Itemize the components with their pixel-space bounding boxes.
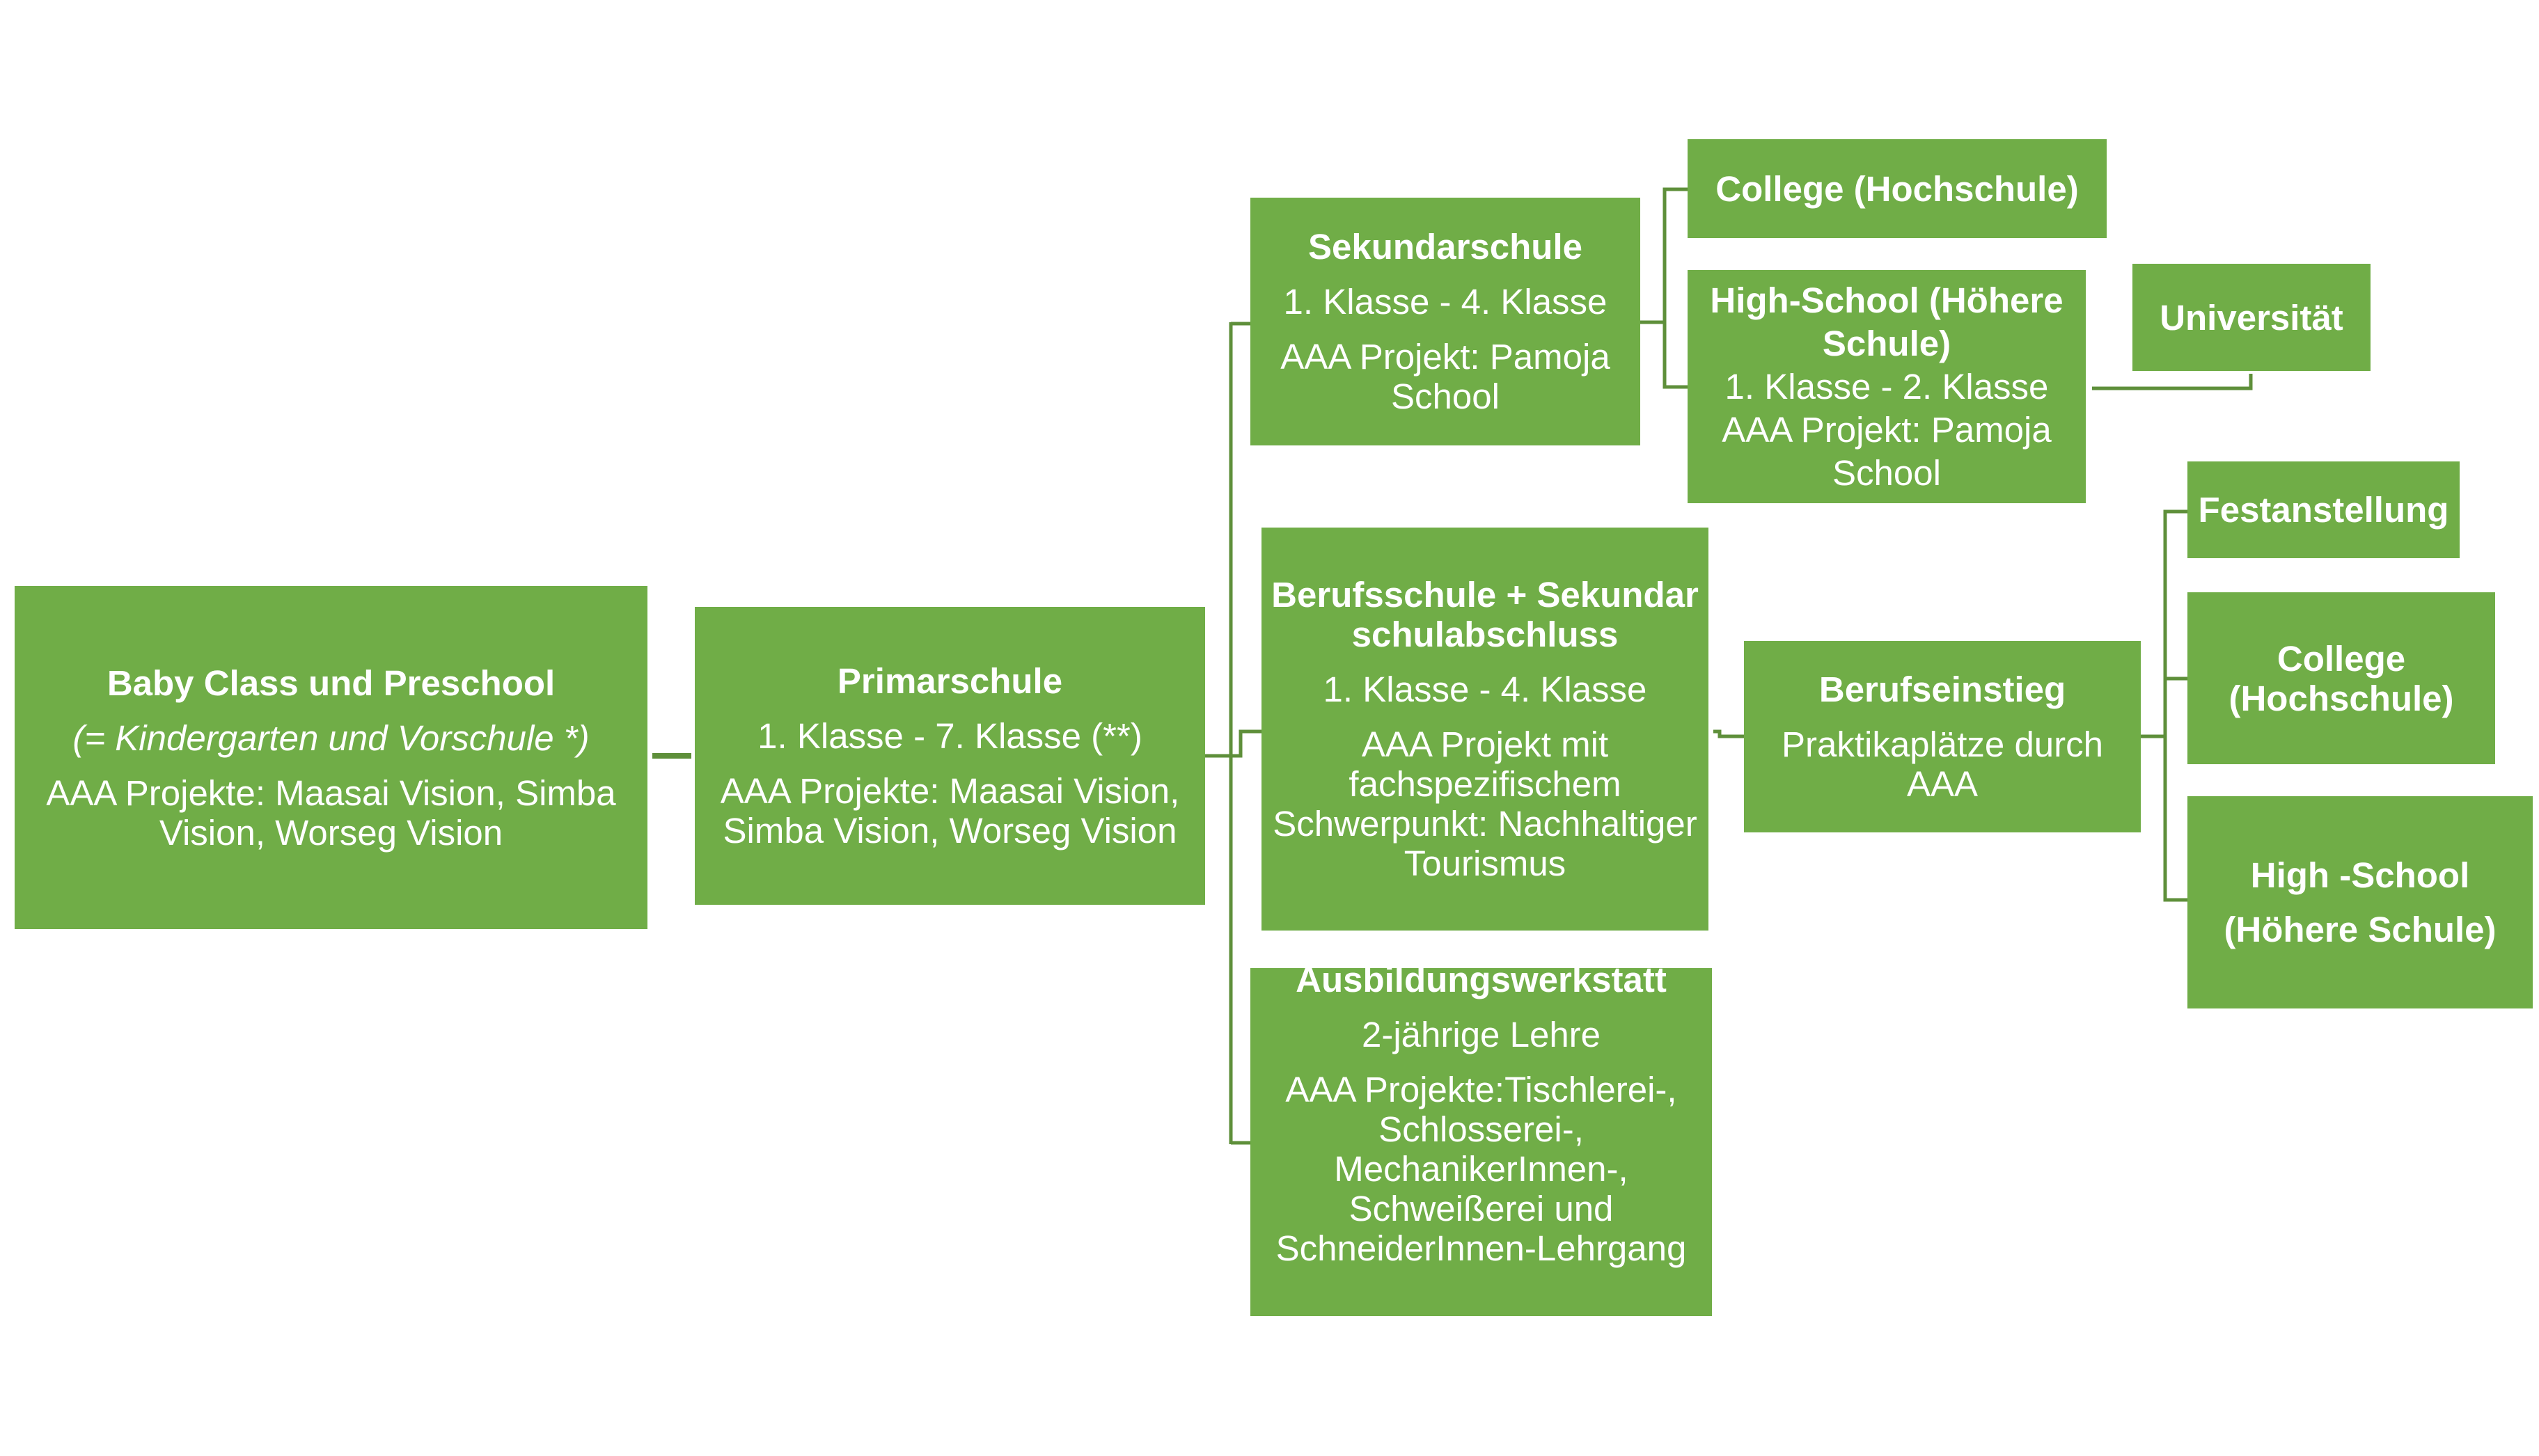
node-projects: AAA Projekte: Maasai Vision, Simba Visio…: [46, 773, 616, 853]
node-grades: 2-jährige Lehre: [1361, 1015, 1601, 1054]
node-title: College (Hochschule): [1715, 168, 2079, 209]
connector-berufseinstieg-branches: [2163, 509, 2187, 902]
node-grades: 1. Klasse - 2. Klasse: [1724, 366, 2049, 406]
node-title: Berufseinstieg: [1818, 670, 2066, 709]
connector-to-berufsschule: [1231, 729, 1261, 758]
node-title: Sekundarschule: [1308, 227, 1582, 267]
node-title: Berufsschule + Sekundarschulabschluss: [1271, 575, 1699, 654]
node-title: Primarschule: [837, 661, 1063, 701]
node-subtitle: (Höhere Schule): [2224, 909, 2497, 949]
node-text: Praktikaplätze durch AAA: [1781, 725, 2104, 804]
node-title: College (Hochschule): [2228, 638, 2454, 718]
connector-sekundar-branches: [1662, 187, 1688, 389]
node-projects: AAA Projekte: Maasai Vision, Simba Visio…: [720, 771, 1180, 850]
node-highschool-bottom: High -School (Höhere Schule): [2187, 796, 2533, 1008]
node-title: High -School: [2250, 855, 2470, 895]
node-grades: 1. Klasse - 4. Klasse: [1323, 670, 1647, 709]
node-berufsschule: Berufsschule + Sekundarschulabschluss 1.…: [1261, 528, 1708, 931]
node-projects: AAA Projekt mit fachspezifischem Schwerp…: [1273, 725, 1697, 883]
node-primarschule: Primarschule 1. Klasse - 7. Klasse (**) …: [695, 607, 1205, 905]
node-grades: 1. Klasse - 4. Klasse: [1283, 282, 1607, 322]
node-title: Universität: [2160, 297, 2343, 338]
node-projects: AAA Projekt: Pamoja School: [1280, 337, 1610, 416]
connector-berufsschule-berufseinstieg: [1713, 729, 1744, 738]
node-berufseinstieg: Berufseinstieg Praktikaplätze durch AAA: [1744, 641, 2141, 832]
node-sekundarschule: Sekundarschule 1. Klasse - 4. Klasse AAA…: [1250, 198, 1640, 445]
node-subtitle: (= Kindergarten und Vorschule *): [72, 718, 590, 758]
node-title: Festanstellung: [2198, 490, 2449, 530]
node-title: Baby Class und Preschool: [107, 663, 556, 703]
node-highschool-top: High-School (Höhere Schule) 1. Klasse - …: [1688, 270, 2086, 503]
node-grades: 1. Klasse - 7. Klasse (**): [757, 716, 1142, 756]
node-title: Ausbildungswerkstatt: [1296, 960, 1667, 999]
connector-highschool-universitaet: [2092, 374, 2253, 390]
node-baby-class: Baby Class und Preschool (= Kindergarten…: [15, 586, 647, 929]
node-universitaet: Universität: [2132, 264, 2371, 371]
node-projects: AAA Projekt: Pamoja School: [1722, 409, 2052, 493]
node-title: High-School (Höhere Schule): [1710, 280, 2064, 363]
node-college-top: College (Hochschule): [1688, 139, 2107, 238]
node-college-bottom: College (Hochschule): [2187, 592, 2495, 764]
node-ausbildungswerkstatt: Ausbildungswerkstatt 2-jährige Lehre AAA…: [1250, 960, 1712, 1316]
node-festanstellung: Festanstellung: [2187, 461, 2460, 558]
node-projects: AAA Projekte:Tischlerei-, Schlosserei-, …: [1275, 1070, 1687, 1268]
